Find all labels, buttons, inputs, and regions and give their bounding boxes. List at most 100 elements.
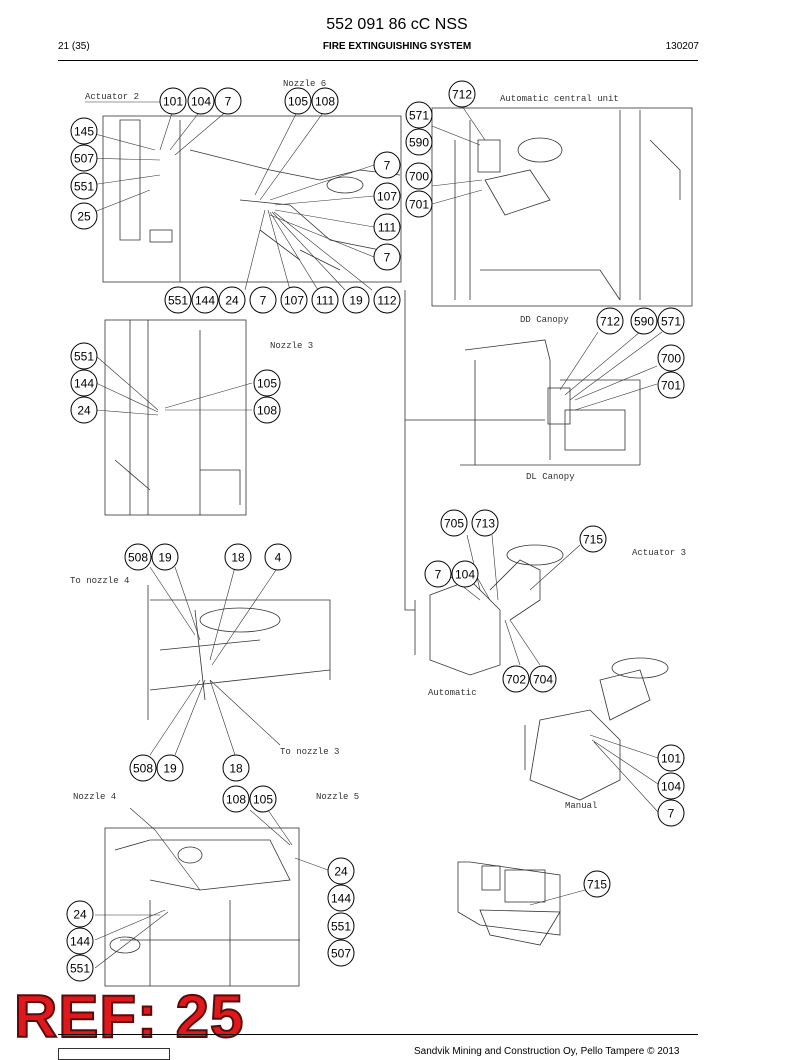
callout-number: 19 <box>158 551 172 565</box>
callout-number: 551 <box>74 180 94 194</box>
callout-balloon: 700 <box>657 344 685 372</box>
callout-number: 7 <box>668 807 675 821</box>
callout-balloon: 108 <box>311 87 339 115</box>
callout-number: 507 <box>331 947 351 961</box>
callout-number: 112 <box>377 294 396 308</box>
callout-number: 508 <box>128 551 148 565</box>
callout-number: 508 <box>133 762 153 776</box>
callout-balloon: 104 <box>451 560 479 588</box>
callout-balloon: 101 <box>657 744 685 772</box>
callout-number: 111 <box>378 221 397 235</box>
callout-balloon: 712 <box>596 307 624 335</box>
callout-number: 111 <box>316 294 335 308</box>
header-rule <box>58 60 698 61</box>
view-actuator2-frame <box>102 115 402 283</box>
callout-number: 101 <box>661 752 681 766</box>
callout-number: 7 <box>384 159 391 173</box>
callout-balloon: 700 <box>405 162 433 190</box>
callout-balloon: 19 <box>342 286 370 314</box>
page-number: 21 (35) <box>58 41 90 52</box>
callout-balloon: 7 <box>214 87 242 115</box>
callout-balloon: 712 <box>448 80 476 108</box>
callout-balloon: 18 <box>224 543 252 571</box>
callout-number: 24 <box>334 865 348 879</box>
callout-number: 571 <box>661 315 681 329</box>
callout-balloon: 111 <box>373 213 401 241</box>
callout-number: 107 <box>284 294 304 308</box>
callout-balloon: 507 <box>327 939 355 967</box>
callout-balloon: 590 <box>405 128 433 156</box>
callout-number: 144 <box>70 935 90 949</box>
callout-balloon: 704 <box>529 665 557 693</box>
callout-balloon: 108 <box>253 396 281 424</box>
label-dl-canopy: DL Canopy <box>526 472 575 482</box>
callout-balloon: 19 <box>156 754 184 782</box>
callout-balloon: 702 <box>502 665 530 693</box>
callout-balloon: 24 <box>70 396 98 424</box>
label-dd-canopy: DD Canopy <box>520 315 569 325</box>
label-automatic: Automatic <box>428 688 477 698</box>
callout-number: 701 <box>409 198 429 212</box>
callout-number: 18 <box>229 762 243 776</box>
callout-number: 108 <box>226 793 246 807</box>
callout-balloon: 19 <box>151 543 179 571</box>
callout-number: 25 <box>77 210 91 224</box>
callout-number: 712 <box>452 88 472 102</box>
callout-number: 590 <box>634 315 654 329</box>
callout-number: 24 <box>73 908 87 922</box>
callout-number: 24 <box>77 404 91 418</box>
callout-number: 105 <box>253 793 273 807</box>
callout-number: 144 <box>195 294 215 308</box>
callout-number: 105 <box>288 95 308 109</box>
callout-balloon: 701 <box>405 190 433 218</box>
callout-number: 105 <box>257 377 277 391</box>
callout-balloon: 101 <box>159 87 187 115</box>
callout-number: 4 <box>275 551 282 565</box>
callout-number: 144 <box>331 892 351 906</box>
callout-balloon: 25 <box>70 202 98 230</box>
callout-number: 704 <box>533 673 553 687</box>
label-nozzle6: Nozzle 6 <box>283 79 326 89</box>
callout-balloon: 551 <box>327 912 355 940</box>
callout-number: 108 <box>257 404 277 418</box>
callout-balloon: 7 <box>424 560 452 588</box>
section-title: FIRE EXTINGUISHING SYSTEM <box>322 41 472 52</box>
callout-number: 108 <box>315 95 335 109</box>
callout-number: 702 <box>506 673 526 687</box>
callout-number: 107 <box>377 190 397 204</box>
callout-number: 700 <box>661 352 681 366</box>
callout-number: 715 <box>587 878 607 892</box>
footer-copyright: Sandvik Mining and Construction Oy, Pell… <box>414 1046 680 1057</box>
callout-balloon: 105 <box>249 785 277 813</box>
callout-number: 712 <box>600 315 620 329</box>
callout-balloon: 144 <box>70 369 98 397</box>
document-date: 130207 <box>665 41 699 52</box>
callout-balloon: 590 <box>630 307 658 335</box>
callout-balloon: 551 <box>66 954 94 982</box>
callout-number: 104 <box>455 568 475 582</box>
callout-balloon: 108 <box>222 785 250 813</box>
label-to-nozzle3: To nozzle 3 <box>280 747 339 757</box>
callout-balloon: 145 <box>70 117 98 145</box>
callout-balloon: 551 <box>70 172 98 200</box>
callout-balloon: 7 <box>657 799 685 827</box>
view-auto-central-frame <box>431 107 693 307</box>
callout-number: 144 <box>74 377 94 391</box>
callout-number: 713 <box>475 517 495 531</box>
callout-balloon: 7 <box>373 243 401 271</box>
callout-number: 104 <box>191 95 211 109</box>
callout-balloon: 7 <box>373 151 401 179</box>
callout-balloon: 111 <box>311 286 339 314</box>
callout-balloon: 144 <box>66 927 94 955</box>
view-nozzle45-frame <box>104 827 300 987</box>
callout-number: 701 <box>661 379 681 393</box>
label-auto-central: Automatic central unit <box>500 94 619 104</box>
callout-number: 18 <box>231 551 245 565</box>
callout-number: 700 <box>409 170 429 184</box>
callout-balloon: 508 <box>129 754 157 782</box>
callout-number: 551 <box>74 350 94 364</box>
callout-balloon: 701 <box>657 371 685 399</box>
callout-number: 551 <box>331 920 351 934</box>
callout-number: 571 <box>409 109 429 123</box>
